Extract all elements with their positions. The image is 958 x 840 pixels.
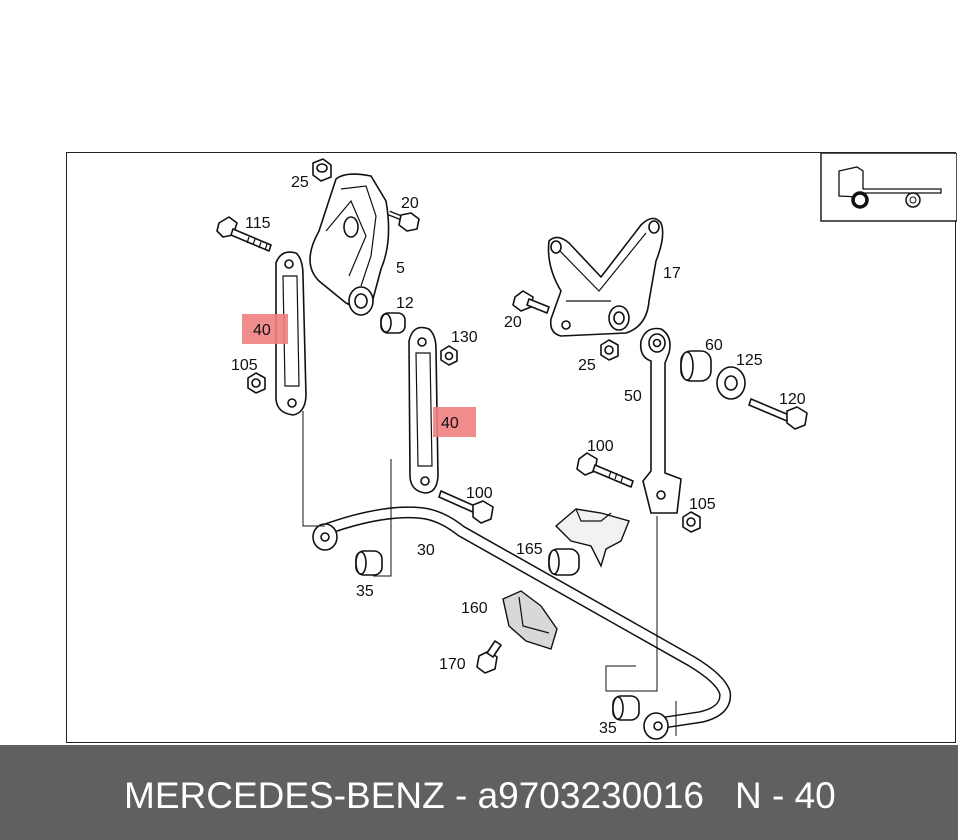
bushing-part-60 <box>680 350 712 382</box>
callout-170: 170 <box>439 656 466 673</box>
nut-part-25-right <box>600 339 619 361</box>
nut-part-105-left <box>247 372 266 394</box>
callout-50: 50 <box>624 388 642 405</box>
bushing-part-35-right <box>612 695 640 721</box>
nut-part-130 <box>440 345 458 366</box>
callout-40-middle: 40 <box>441 415 459 432</box>
truck-rear-axle-icon <box>820 153 957 222</box>
callout-30: 30 <box>417 542 435 559</box>
bracket-part-5 <box>309 173 390 316</box>
nut-part-25-top <box>312 158 332 182</box>
callout-20-right: 20 <box>504 314 522 331</box>
bolt-part-20-top <box>388 210 420 232</box>
callout-160: 160 <box>461 600 488 617</box>
callout-130: 130 <box>451 329 478 346</box>
callout-25-right: 25 <box>578 357 596 374</box>
bracket-part-17 <box>547 217 664 337</box>
callout-17: 17 <box>663 265 681 282</box>
callout-60: 60 <box>705 337 723 354</box>
footer-bar: MERCEDES-BENZ - a9703230016 N - 40 <box>0 745 958 840</box>
callout-25-top: 25 <box>291 174 309 191</box>
bolt-part-20-right <box>512 290 550 314</box>
callout-100-middle: 100 <box>466 485 493 502</box>
bushing-part-35-left <box>355 550 383 576</box>
bolt-part-170 <box>476 640 502 674</box>
callout-115: 115 <box>245 215 271 232</box>
callout-105-left: 105 <box>231 357 258 374</box>
rod-part-50 <box>639 327 682 514</box>
link-part-40-middle <box>408 326 439 494</box>
callout-5: 5 <box>396 260 405 277</box>
clamp-part-165 <box>548 508 630 576</box>
highlight-box-40-middle <box>433 407 476 437</box>
callout-100-right: 100 <box>587 438 614 455</box>
parts-diagram: 25 20 115 5 12 40 130 105 40 17 20 25 60… <box>216 153 957 740</box>
brand-part-number: MERCEDES-BENZ - a9703230016 <box>124 775 704 816</box>
callout-40-left: 40 <box>253 322 271 339</box>
bolt-part-100-middle <box>438 490 494 524</box>
callout-165: 165 <box>516 541 543 558</box>
callout-35-right: 35 <box>599 720 617 737</box>
washer-part-125 <box>716 366 746 400</box>
leader-lines <box>302 411 677 736</box>
highlight-box-40-left <box>242 314 288 344</box>
callout-20-top: 20 <box>401 195 419 212</box>
stabilizer-bar-part-30 <box>312 506 732 740</box>
link-part-40-left <box>275 251 307 416</box>
callout-120: 120 <box>779 391 806 408</box>
callout-125: 125 <box>736 352 763 369</box>
callout-12: 12 <box>396 295 414 312</box>
bushing-part-160 <box>502 590 558 650</box>
bushing-part-12 <box>380 312 406 334</box>
bolt-part-120 <box>748 398 808 430</box>
bolt-part-100-right <box>576 452 634 488</box>
callout-35-left: 35 <box>356 583 374 600</box>
callout-105-right: 105 <box>689 496 716 513</box>
nut-part-105-right <box>682 511 701 533</box>
bolt-part-115 <box>216 216 272 252</box>
diagram-frame: 25 20 115 5 12 40 130 105 40 17 20 25 60… <box>66 152 957 743</box>
position-label: N - 40 <box>735 775 836 816</box>
